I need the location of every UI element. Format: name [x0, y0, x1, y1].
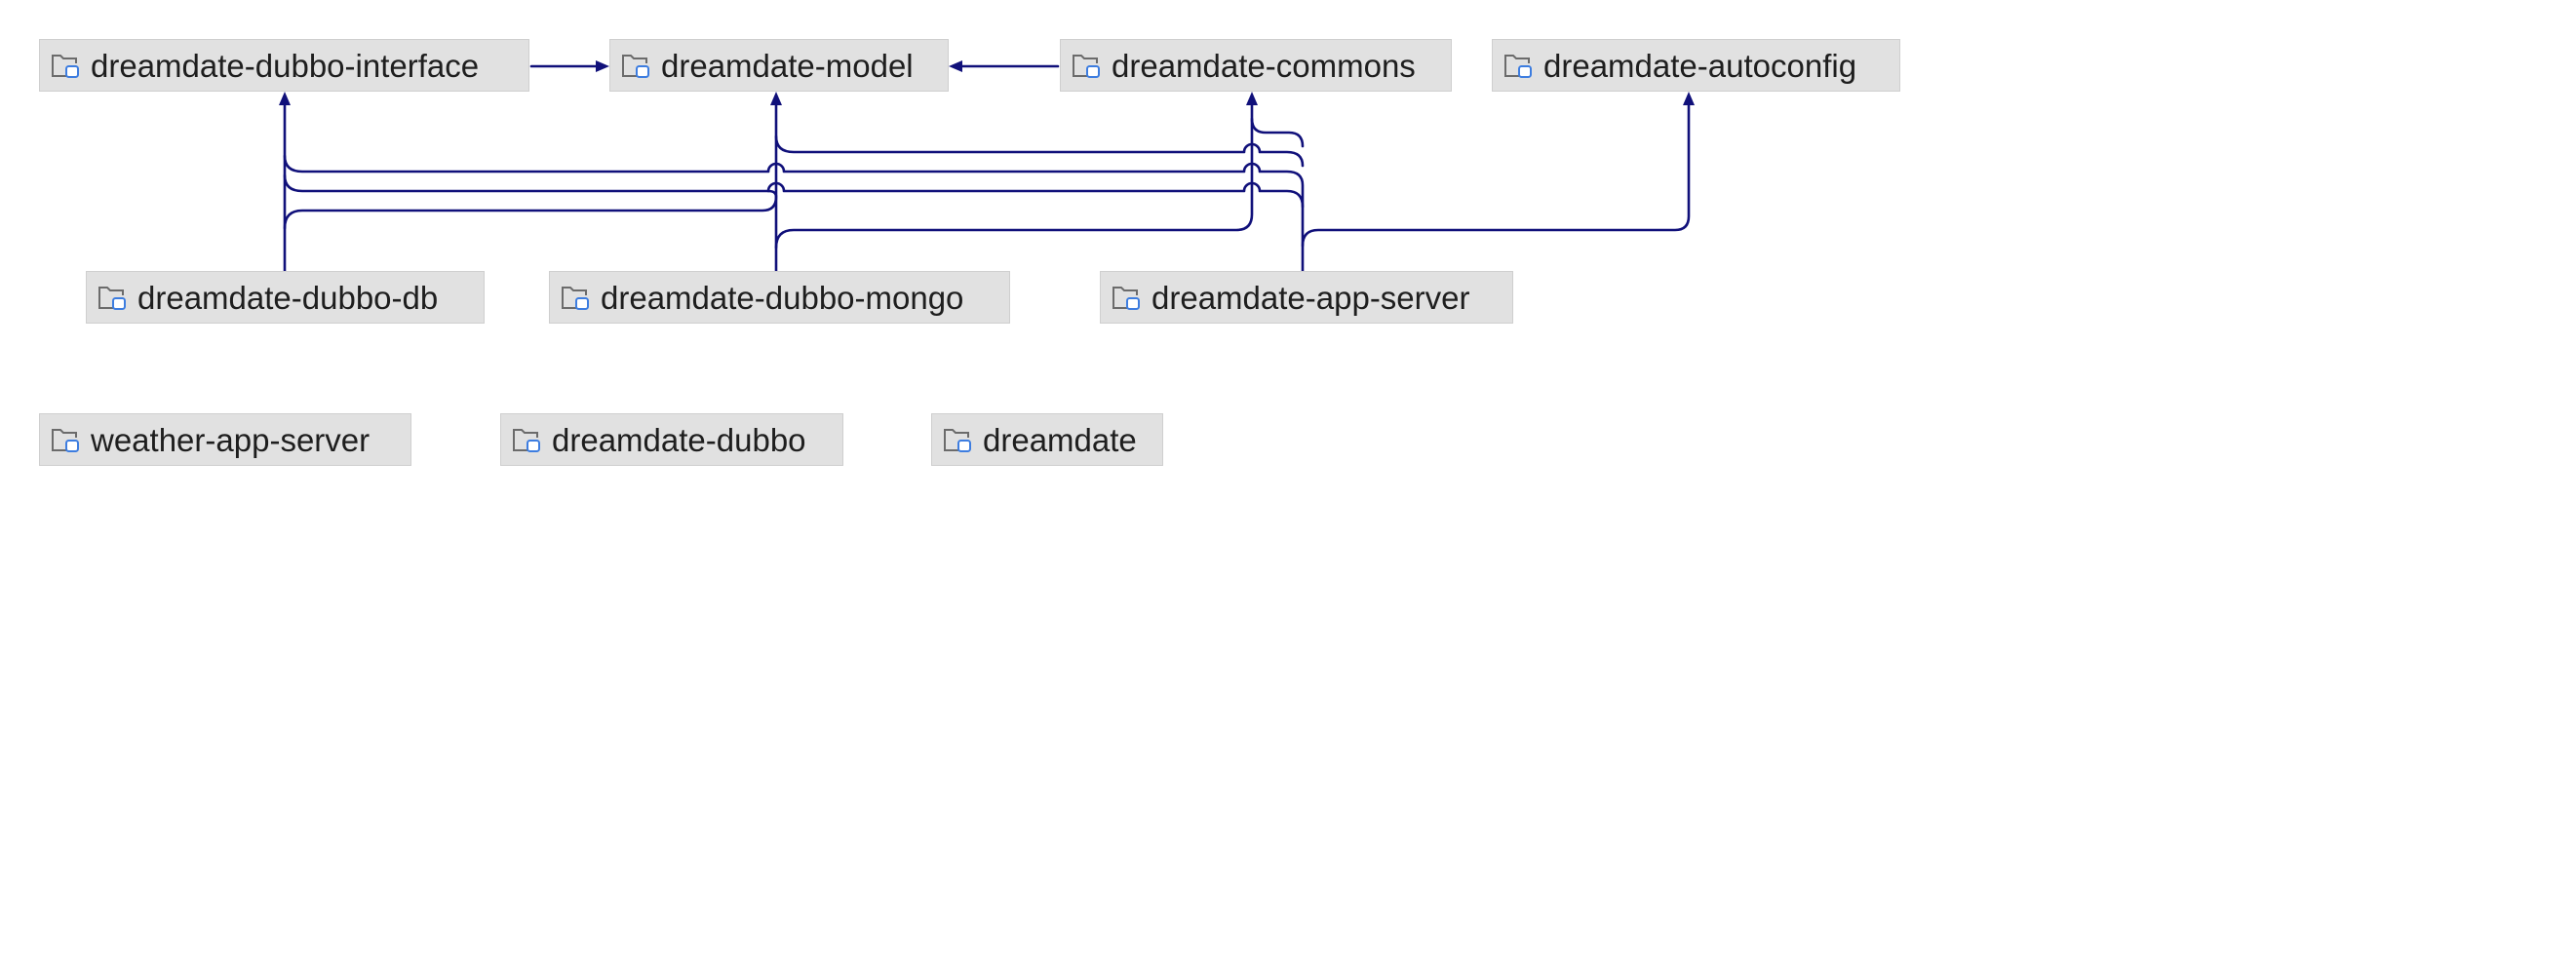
edge-db-to-interface-arrowhead: [279, 92, 291, 105]
module-folder-icon: [513, 429, 540, 452]
node-dreamdate-commons[interactable]: dreamdate-commons: [1060, 39, 1452, 92]
node-weather-app-server[interactable]: weather-app-server: [39, 413, 411, 466]
node-label: dreamdate-model: [661, 47, 914, 84]
node-dreamdate-model[interactable]: dreamdate-model: [609, 39, 949, 92]
edge-mongo-to-commons-arrowhead: [1246, 92, 1258, 105]
edge-interface-to-model-arrowhead: [596, 60, 609, 72]
edge-commons-to-model-arrowhead: [949, 60, 962, 72]
node-label: dreamdate-dubbo-interface: [91, 47, 480, 84]
node-label: weather-app-server: [91, 421, 371, 458]
module-folder-icon: [98, 287, 126, 310]
module-folder-icon: [944, 429, 971, 452]
node-label: dreamdate-dubbo-mongo: [601, 279, 964, 316]
node-label: dreamdate-dubbo: [552, 421, 806, 458]
edge-appserver-to-model: [774, 135, 1305, 168]
node-dreamdate-dubbo-interface[interactable]: dreamdate-dubbo-interface: [39, 39, 529, 92]
node-label: dreamdate: [983, 421, 1137, 458]
edge-appserver-to-interface-a: [283, 154, 1305, 273]
edge-appserver-to-autoconfig: [1301, 103, 1691, 248]
node-dreamdate-dubbo-mongo[interactable]: dreamdate-dubbo-mongo: [549, 271, 1010, 324]
edge-db-to-model: [283, 189, 778, 230]
node-dreamdate-dubbo-db[interactable]: dreamdate-dubbo-db: [86, 271, 485, 324]
node-label: dreamdate-dubbo-db: [137, 279, 439, 316]
node-label: dreamdate-autoconfig: [1543, 47, 1857, 84]
edge-mongo-to-commons: [774, 103, 1254, 250]
edge-appserver-to-autoconfig-arrowhead: [1683, 92, 1695, 105]
module-folder-icon: [1112, 287, 1140, 310]
node-label: dreamdate-app-server: [1151, 279, 1470, 316]
node-dreamdate-app-server[interactable]: dreamdate-app-server: [1100, 271, 1513, 324]
node-dreamdate-autoconfig[interactable]: dreamdate-autoconfig: [1492, 39, 1900, 92]
module-folder-icon: [562, 287, 589, 310]
edge-mongo-to-model-arrowhead: [770, 92, 782, 105]
module-folder-icon: [1504, 55, 1532, 78]
module-folder-icon: [1073, 55, 1100, 78]
edge-appserver-to-interface-b: [283, 173, 1305, 209]
node-dreamdate[interactable]: dreamdate: [931, 413, 1163, 466]
module-folder-icon: [622, 55, 649, 78]
node-label: dreamdate-commons: [1112, 47, 1416, 84]
edge-appserver-to-commons: [1250, 117, 1305, 148]
module-folder-icon: [52, 429, 79, 452]
module-folder-icon: [52, 55, 79, 78]
node-dreamdate-dubbo[interactable]: dreamdate-dubbo: [500, 413, 843, 466]
